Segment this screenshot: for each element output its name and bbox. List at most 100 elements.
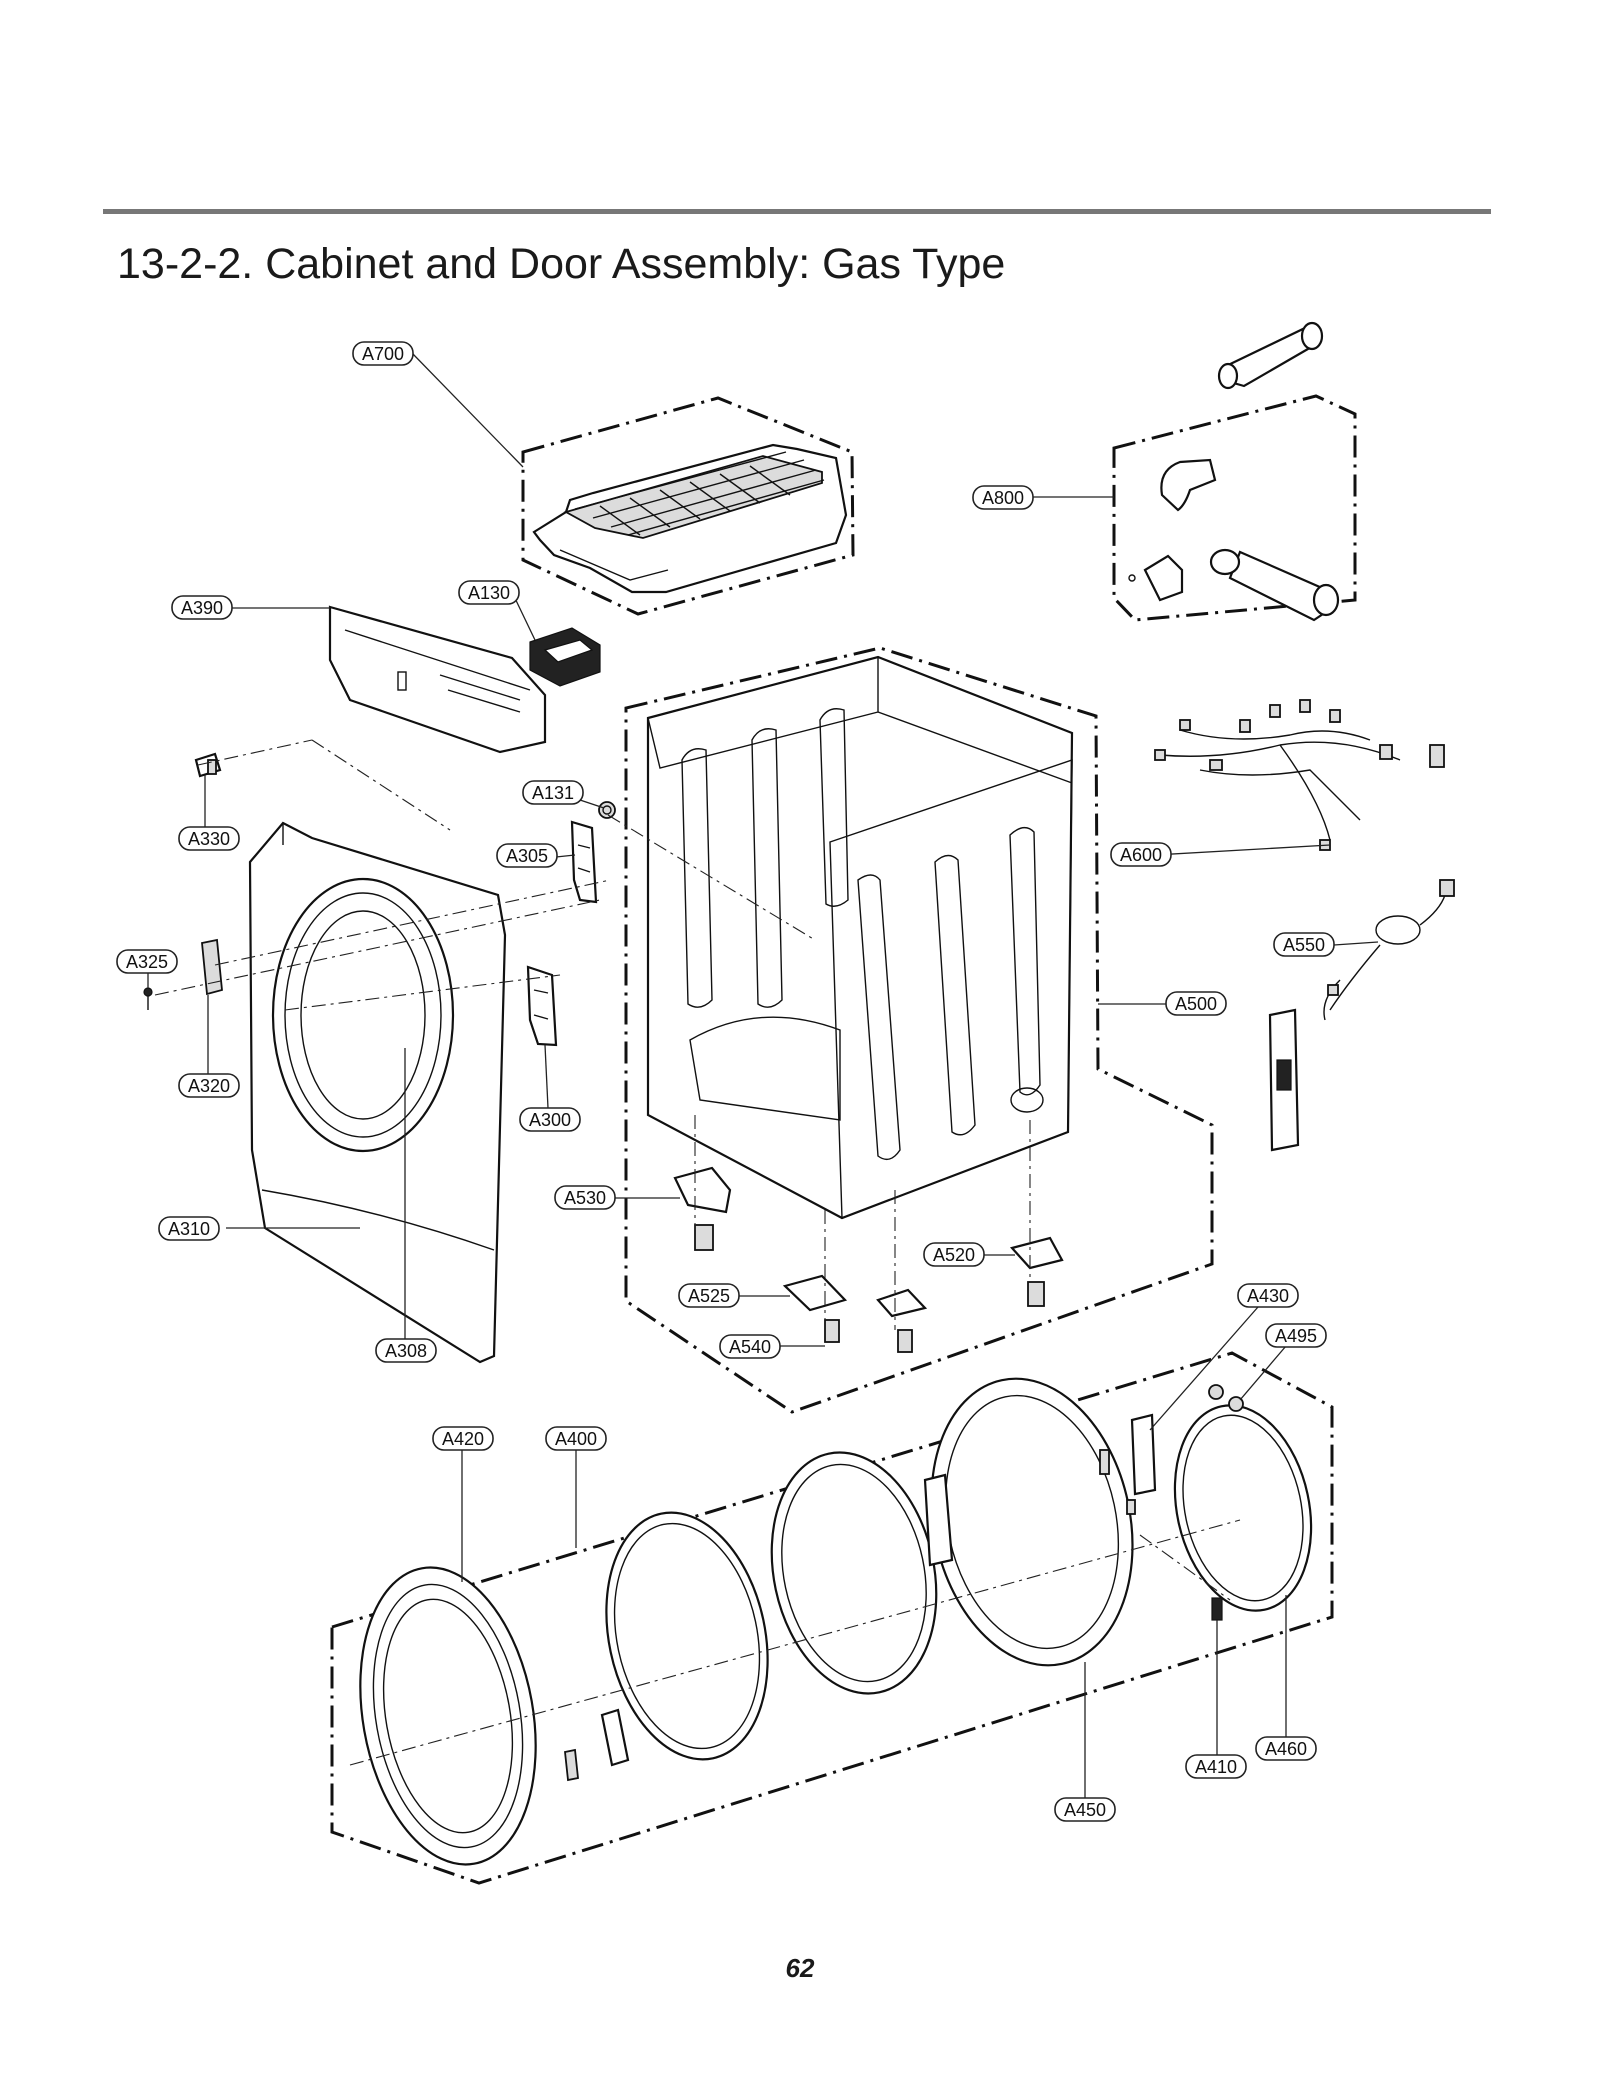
callout-a390: A390 [171,595,233,620]
axis-line [197,739,313,766]
leader-a550 [1333,941,1379,946]
door-hinge-part [1099,1413,1157,1515]
door-gasket-part [1173,1404,1313,1612]
lower-hinge-bracket-part [526,965,558,1047]
cabinet-group-boundary [624,646,1214,1414]
axis-line [607,814,816,941]
callout-a540: A540 [719,1334,781,1359]
svg-text:A450: A450 [1064,1800,1106,1820]
wire-harness-part [1154,699,1445,851]
side-latch-part [1268,1008,1300,1152]
lint-filter-part [529,627,601,687]
callout-a520: A520 [923,1242,985,1267]
cabinet-body-part [646,655,1074,1220]
leg-bracket-a525-part [782,1274,928,1353]
axis-line [214,879,611,966]
svg-text:A525: A525 [688,1286,730,1306]
a700-group-boundary [521,396,855,616]
callout-a320: A320 [178,1073,240,1098]
axis-line [154,899,601,996]
callout-a410: A410 [1185,1754,1247,1779]
callout-a130: A130 [458,580,520,605]
leader-a300 [544,1044,549,1109]
callout-a450: A450 [1054,1797,1116,1822]
callout-a495: A495 [1265,1323,1327,1348]
svg-text:A390: A390 [181,598,223,618]
svg-text:A130: A130 [468,583,510,603]
small-clip-part [194,752,222,778]
exhaust-duct-part [1128,321,1340,622]
callout-a530: A530 [554,1185,616,1210]
svg-text:A310: A310 [168,1219,210,1239]
axis-line [349,1519,1241,1766]
door-screws-part [1208,1384,1244,1412]
svg-text:A520: A520 [933,1245,975,1265]
callout-a420: A420 [432,1426,494,1451]
callout-a500: A500 [1165,991,1227,1016]
svg-text:A420: A420 [442,1429,484,1449]
leader-a700 [411,352,524,468]
svg-text:A800: A800 [982,488,1024,508]
leader-a430 [1149,1306,1259,1431]
header-rule [103,209,1491,214]
callout-a430: A430 [1237,1283,1299,1308]
callout-a308: A308 [375,1338,437,1363]
door-glass-part [605,1511,769,1761]
page-number: 62 [785,1953,815,1983]
svg-text:A460: A460 [1265,1739,1307,1759]
callout-a550: A550 [1273,932,1335,957]
upper-hinge-bracket-part [570,820,598,904]
door-group-boundary [330,1351,1334,1885]
top-cover-part [532,443,848,594]
axis-line [1139,1534,1231,1601]
svg-text:A410: A410 [1195,1757,1237,1777]
callout-a330: A330 [178,826,240,851]
callout-a325: A325 [116,949,178,974]
svg-text:A400: A400 [555,1429,597,1449]
svg-text:A325: A325 [126,952,168,972]
svg-text:A131: A131 [532,783,574,803]
callout-a800: A800 [972,485,1034,510]
callout-a310: A310 [158,1216,220,1241]
control-bracket-part [328,605,547,754]
svg-text:A500: A500 [1175,994,1217,1014]
callout-a300: A300 [519,1107,581,1132]
page-title: 13-2-2. Cabinet and Door Assembly: Gas T… [117,240,1006,288]
door-inner-frame-part [770,1451,938,1695]
leader-a305 [555,854,576,858]
svg-text:A550: A550 [1283,935,1325,955]
svg-text:A320: A320 [188,1076,230,1096]
screw-part [143,987,153,1010]
door-handle-part [564,1708,630,1782]
leader-a495 [1239,1345,1287,1401]
callout-a305: A305 [496,843,558,868]
door-outer-ring-part [359,1566,537,1866]
a800-group-boundary [1112,394,1357,622]
callout-a400: A400 [545,1426,607,1451]
svg-text:A300: A300 [529,1110,571,1130]
svg-text:A700: A700 [362,344,404,364]
svg-text:A530: A530 [564,1188,606,1208]
power-cord-part [1323,879,1455,1021]
callout-a525: A525 [678,1283,740,1308]
callout-a700: A700 [352,341,414,366]
callout-a600: A600 [1110,842,1172,867]
front-panel-part [248,821,507,1364]
side-bracket-part [201,938,223,996]
door-latch-striker-part [1211,1597,1223,1621]
door-hinge-frame-part [923,1377,1134,1667]
svg-text:A305: A305 [506,846,548,866]
leg-bracket-a520-part [1009,1236,1064,1307]
svg-text:A430: A430 [1247,1286,1289,1306]
svg-text:A495: A495 [1275,1326,1317,1346]
svg-text:A330: A330 [188,829,230,849]
callout-a460: A460 [1255,1736,1317,1761]
svg-text:A540: A540 [729,1337,771,1357]
leg-bracket-a530-part [673,1166,732,1251]
axis-line [284,974,561,1011]
callout-a131: A131 [522,780,584,805]
leader-a131 [579,799,605,809]
axis-line [311,739,451,831]
svg-text:A308: A308 [385,1341,427,1361]
